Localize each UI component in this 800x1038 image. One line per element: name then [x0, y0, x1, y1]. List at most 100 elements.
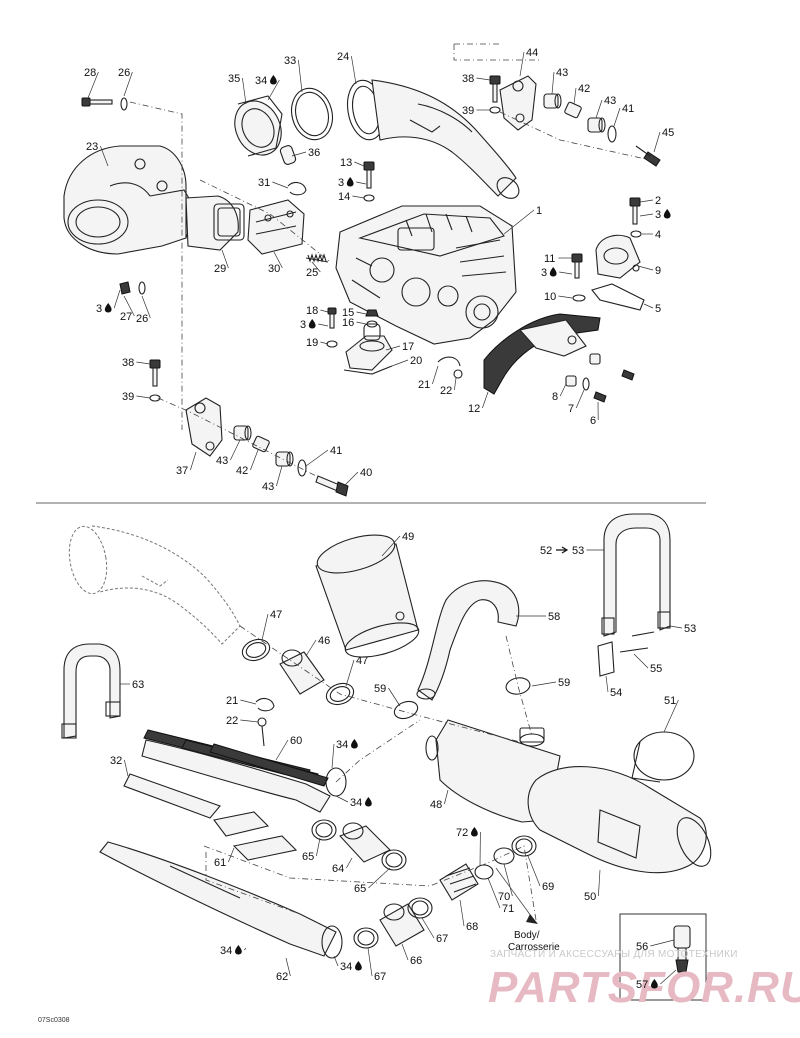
- leader-line-p48: [444, 789, 449, 805]
- part-label-p6: 6: [590, 415, 596, 427]
- part-label-p29: 29: [214, 263, 226, 275]
- bolt-part-28: [81, 97, 113, 107]
- part-label-p48: 48: [430, 799, 442, 811]
- part-label-p30: 30: [268, 263, 280, 275]
- part-label-p15: 15: [342, 307, 354, 319]
- part-label-p34e: 34: [340, 961, 352, 973]
- part-label-p2: 2: [655, 195, 661, 207]
- gasket-ring-part-33: [290, 87, 334, 141]
- leader-line-p3e: [318, 323, 329, 327]
- part-label-p26b: 26: [136, 313, 148, 325]
- leader-line-p59b: [531, 681, 557, 687]
- leader-line-p9: [637, 265, 654, 271]
- clamp-part-47-a: [241, 638, 271, 662]
- exhaust-hose-part-62: [99, 841, 343, 959]
- part-label-p41a: 41: [622, 103, 634, 115]
- engine-block-part-1: [335, 205, 517, 345]
- part-label-p23: 23: [86, 141, 98, 153]
- leader-line-p39b: [136, 395, 151, 399]
- part-label-p25: 25: [306, 267, 318, 279]
- bushing-part-43-lower-a: [233, 425, 252, 441]
- part-label-p43a: 43: [556, 67, 568, 79]
- mount-plate-part-5: [591, 283, 645, 311]
- leader-line-p59a: [388, 687, 401, 707]
- clamp-part-65-b: [381, 849, 407, 871]
- sealant-drop-icon: [355, 961, 362, 971]
- bolt-part-45: [635, 145, 661, 167]
- part-label-p18: 18: [306, 305, 318, 317]
- part-label-p34b: 34: [336, 739, 348, 751]
- part-label-p34d: 34: [220, 945, 232, 957]
- water-box-part-50: [527, 766, 712, 874]
- part-label-p59a: 59: [374, 683, 386, 695]
- leader-line-p45: [653, 131, 661, 153]
- part-label-p43b: 43: [604, 95, 616, 107]
- leader-line-p68: [459, 899, 465, 927]
- part-label-p68: 68: [466, 921, 478, 933]
- leader-line-p14: [352, 195, 365, 199]
- leader-line-p70: [503, 863, 513, 897]
- part-label-p34c: 34: [350, 797, 362, 809]
- leader-line-p65a: [316, 837, 321, 857]
- leader-line-p13: [354, 161, 365, 167]
- part-label-p61: 61: [214, 857, 226, 869]
- part-label-p56: 56: [636, 941, 648, 953]
- leader-line-p19: [320, 341, 329, 345]
- clamp-part-67-a: [353, 927, 379, 949]
- leader-line-p71: [487, 877, 501, 909]
- part-label-p66: 66: [410, 955, 422, 967]
- leader-line-p38b: [136, 361, 151, 365]
- stud-part-25: [305, 253, 329, 263]
- leader-line-p12: [482, 391, 489, 409]
- leader-line-p34b: [331, 743, 335, 769]
- assembly-line-upper-left: [129, 101, 183, 430]
- leader-line-p3a: [356, 181, 367, 185]
- leader-line-p67a: [421, 917, 435, 939]
- part-label-p45: 45: [662, 127, 674, 139]
- assembly-line-outlet: [505, 635, 533, 737]
- bolts-upper-right-mount: [589, 353, 635, 381]
- part-label-p35: 35: [228, 73, 240, 85]
- part-label-p10: 10: [544, 291, 556, 303]
- band-clamp-part-51: [631, 731, 695, 783]
- clamp-part-65-a: [311, 819, 337, 841]
- leader-line-p38a: [476, 77, 491, 81]
- part-label-p49: 49: [402, 531, 414, 543]
- part-label-p44: 44: [526, 47, 538, 59]
- part-label-p27: 27: [120, 311, 132, 323]
- part-label-p3b: 3: [655, 209, 661, 221]
- part-label-p38b: 38: [122, 357, 134, 369]
- leader-line-p25: [311, 261, 321, 273]
- part-label-p47b: 47: [356, 655, 368, 667]
- leader-line-p34e: [333, 955, 339, 967]
- part-label-p53a: 53: [572, 545, 584, 557]
- nut-part-27: [119, 281, 131, 295]
- part-label-p43c: 43: [216, 455, 228, 467]
- leader-line-p18: [320, 309, 329, 313]
- body-note-line-2: Carrosserie: [508, 942, 560, 953]
- spacer-part-42-upper: [564, 101, 582, 119]
- leader-line-p44: [519, 51, 525, 77]
- leader-line-p43d: [276, 465, 283, 487]
- part-label-p26a: 26: [118, 67, 130, 79]
- clip-part-21-lower: [255, 697, 275, 712]
- shim-part-20: [343, 365, 393, 375]
- sealant-drop-icon: [346, 177, 354, 187]
- watermark-top-text: ЗАПЧАСТИ И АКСЕССУАРЫ ДЛЯ МОТОТЕХНИКИ: [490, 949, 738, 960]
- part-label-p47a: 47: [270, 609, 282, 621]
- leader-line-p60: [275, 739, 289, 761]
- part-label-p39b: 39: [122, 391, 134, 403]
- part-label-p53b: 53: [684, 623, 696, 635]
- leader-line-p41b: [305, 449, 329, 467]
- leader-line-p5: [643, 303, 654, 309]
- leader-line-p17: [385, 345, 401, 351]
- part-label-p38a: 38: [462, 73, 474, 85]
- leader-line-p32: [124, 759, 129, 777]
- leader-line-p1: [503, 209, 535, 235]
- part-label-p3d: 3: [96, 303, 102, 315]
- tuned-pipe-ghost-outline: [68, 525, 241, 645]
- part-label-p59b: 59: [558, 677, 570, 689]
- exhaust-manifold-part-23: [63, 145, 197, 255]
- part-label-p7: 7: [568, 403, 574, 415]
- heat-shield-part-49: [315, 534, 420, 658]
